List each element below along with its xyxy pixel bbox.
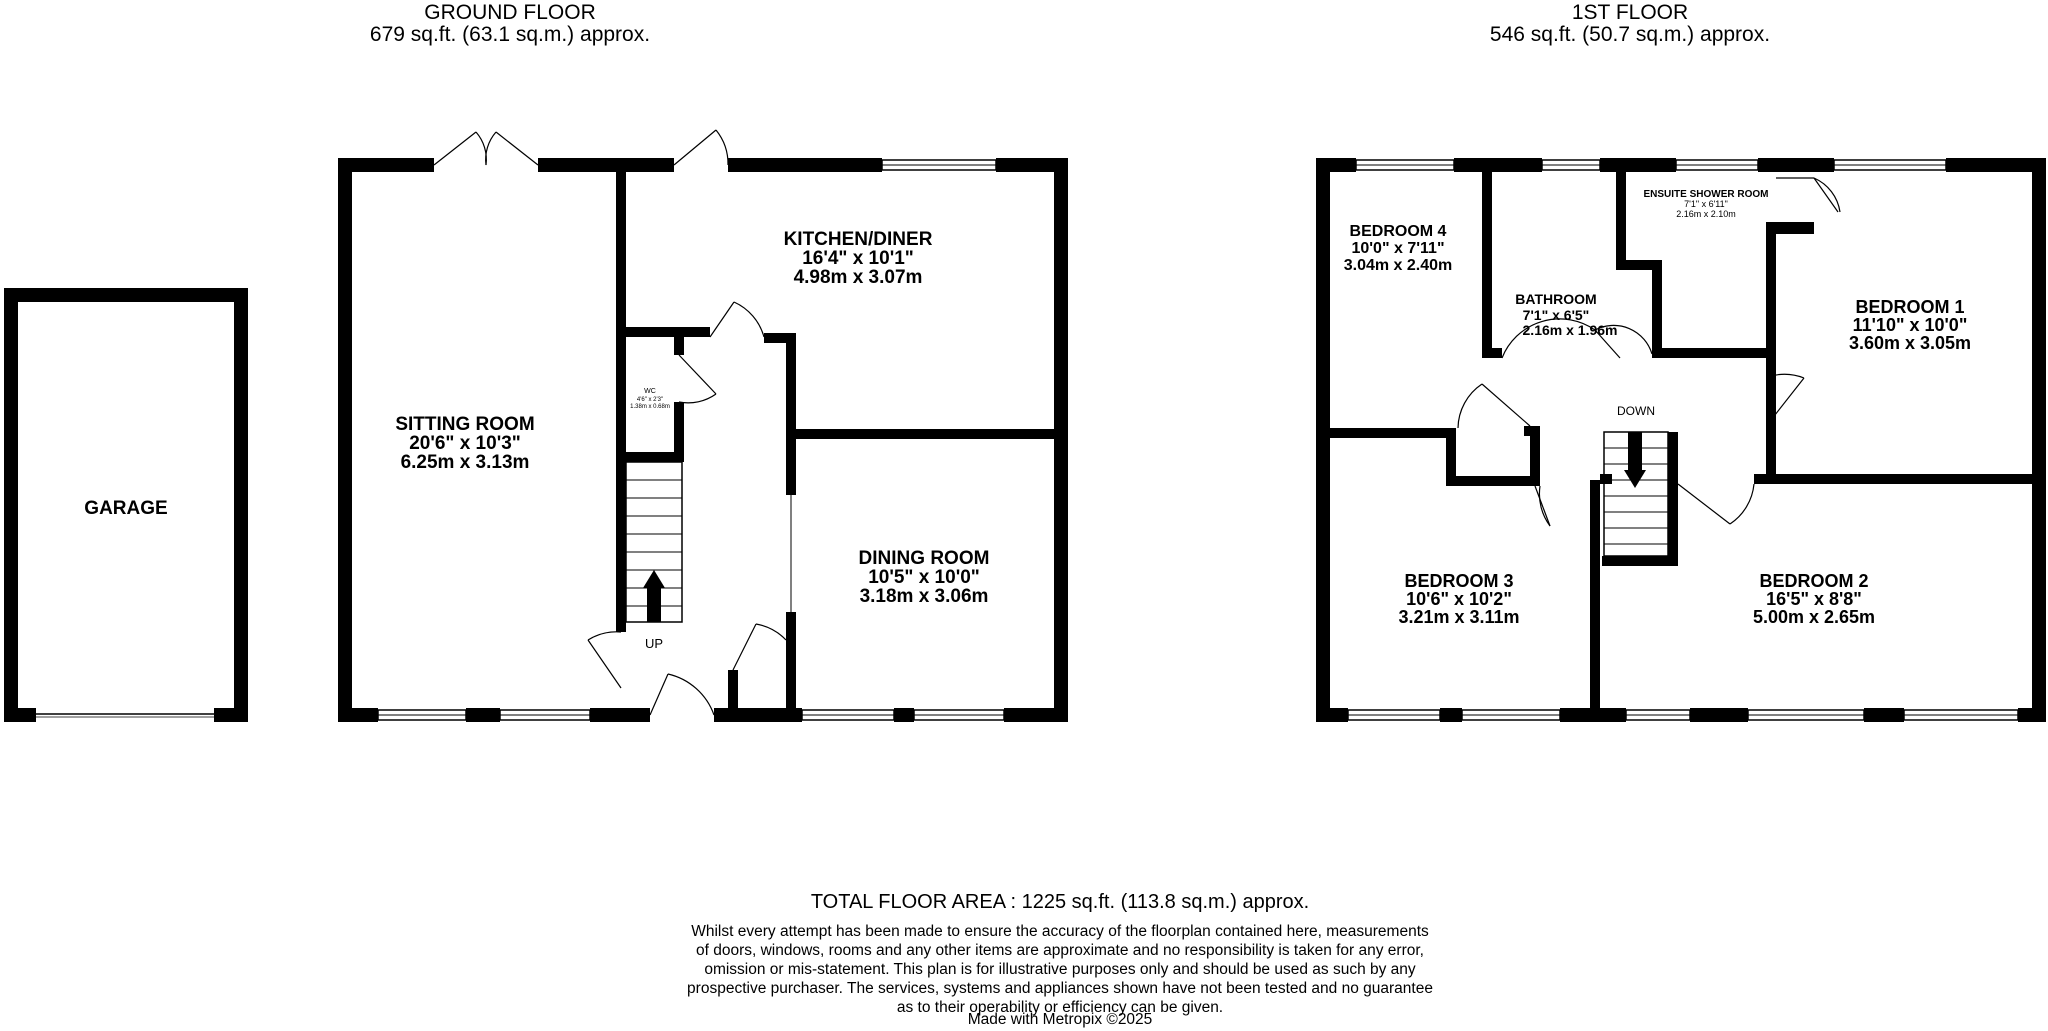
ensuite-name: ENSUITE SHOWER ROOM xyxy=(1643,189,1768,200)
stair-up-label: UP xyxy=(645,636,663,651)
first-floor-title: 1ST FLOOR xyxy=(1571,1,1689,24)
ground-floor-area: 679 sq.ft. (63.1 sq.m.) approx. xyxy=(369,23,651,46)
bedroom-4-name: BEDROOM 4 xyxy=(1350,223,1447,240)
kitchen-diner-metric: 4.98m x 3.07m xyxy=(794,267,923,288)
disclaimer-line: prospective purchaser. The services, sys… xyxy=(687,980,1433,997)
ground-floor-title: GROUND FLOOR xyxy=(424,1,596,24)
first-floor-header: 1ST FLOOR 546 sq.ft. (50.7 sq.m.) approx… xyxy=(1440,2,1820,46)
bedroom-2-imperial: 16'5" x 8'8" xyxy=(1766,589,1862,609)
sitting-room-imperial: 20'6" x 10'3" xyxy=(409,433,521,454)
bedroom-2-metric: 5.00m x 2.65m xyxy=(1753,607,1875,627)
bedroom-1-name: BEDROOM 1 xyxy=(1855,297,1964,317)
bedroom-3-name: BEDROOM 3 xyxy=(1404,571,1513,591)
bathroom-metric: 2.16m x 1.96m xyxy=(1523,322,1618,338)
down-arrow-icon xyxy=(1624,432,1646,488)
wc-imperial: 4'6" x 2'3" xyxy=(637,397,663,403)
bedroom-3-metric: 3.21m x 3.11m xyxy=(1398,607,1519,627)
disclaimer-line: of doors, windows, rooms and any other i… xyxy=(695,942,1424,959)
garage-plan xyxy=(4,288,248,722)
disclaimer-line: Whilst every attempt has been made to en… xyxy=(691,923,1429,940)
dining-room-name: DINING ROOM xyxy=(859,548,990,569)
credit: Made with Metropix ©2025 xyxy=(967,1011,1153,1028)
first-floor-doors xyxy=(1457,177,1841,527)
disclaimer: Whilst every attempt has been made to en… xyxy=(560,922,1560,1017)
bathroom-name: BATHROOM xyxy=(1515,291,1596,307)
sitting-room-metric: 6.25m x 3.13m xyxy=(401,452,530,473)
dining-room-metric: 3.18m x 3.06m xyxy=(860,586,989,607)
first-floor-area: 546 sq.ft. (50.7 sq.m.) approx. xyxy=(1489,23,1771,46)
first-floor-plan xyxy=(1316,158,2046,722)
ensuite-metric: 2.16m x 2.10m xyxy=(1676,209,1736,219)
ground-floor-windows-inner xyxy=(378,164,1004,720)
dining-room-imperial: 10'5" x 10'0" xyxy=(868,567,980,588)
bedroom-4-metric: 3.04m x 2.40m xyxy=(1344,257,1453,274)
ground-floor-plan xyxy=(338,158,1068,722)
bedroom-2-name: BEDROOM 2 xyxy=(1759,571,1868,591)
sitting-room-name: SITTING ROOM xyxy=(395,414,534,435)
bathroom-imperial: 7'1" x 6'5" xyxy=(1523,307,1590,323)
garage-name: GARAGE xyxy=(84,498,167,519)
stair-down-label: DOWN xyxy=(1617,404,1655,418)
bedroom-1-imperial: 11'10" x 10'0" xyxy=(1853,315,1968,335)
kitchen-diner-name: KITCHEN/DINER xyxy=(784,229,933,250)
disclaimer-line: as to their operability or efficiency ca… xyxy=(896,999,1224,1016)
ensuite-imperial: 7'1" x 6'11" xyxy=(1684,199,1728,209)
first-floor-windows-inner xyxy=(1348,164,2018,716)
disclaimer-line: omission or mis-statement. This plan is … xyxy=(704,961,1416,978)
up-arrow-icon xyxy=(643,570,665,622)
kitchen-diner-imperial: 16'4" x 10'1" xyxy=(802,248,914,269)
bedroom-3-imperial: 10'6" x 10'2" xyxy=(1406,589,1512,609)
wc-metric: 1.38m x 0.68m xyxy=(630,404,670,410)
wc-name: WC xyxy=(644,388,656,395)
ground-floor-doors xyxy=(433,129,787,716)
ground-floor-header: GROUND FLOOR 679 sq.ft. (63.1 sq.m.) app… xyxy=(320,2,700,46)
bedroom-4-imperial: 10'0" x 7'11" xyxy=(1351,240,1444,257)
bedroom-1-metric: 3.60m x 3.05m xyxy=(1849,333,1971,353)
total-floor-area: TOTAL FLOOR AREA : 1225 sq.ft. (113.8 sq… xyxy=(810,891,1310,913)
